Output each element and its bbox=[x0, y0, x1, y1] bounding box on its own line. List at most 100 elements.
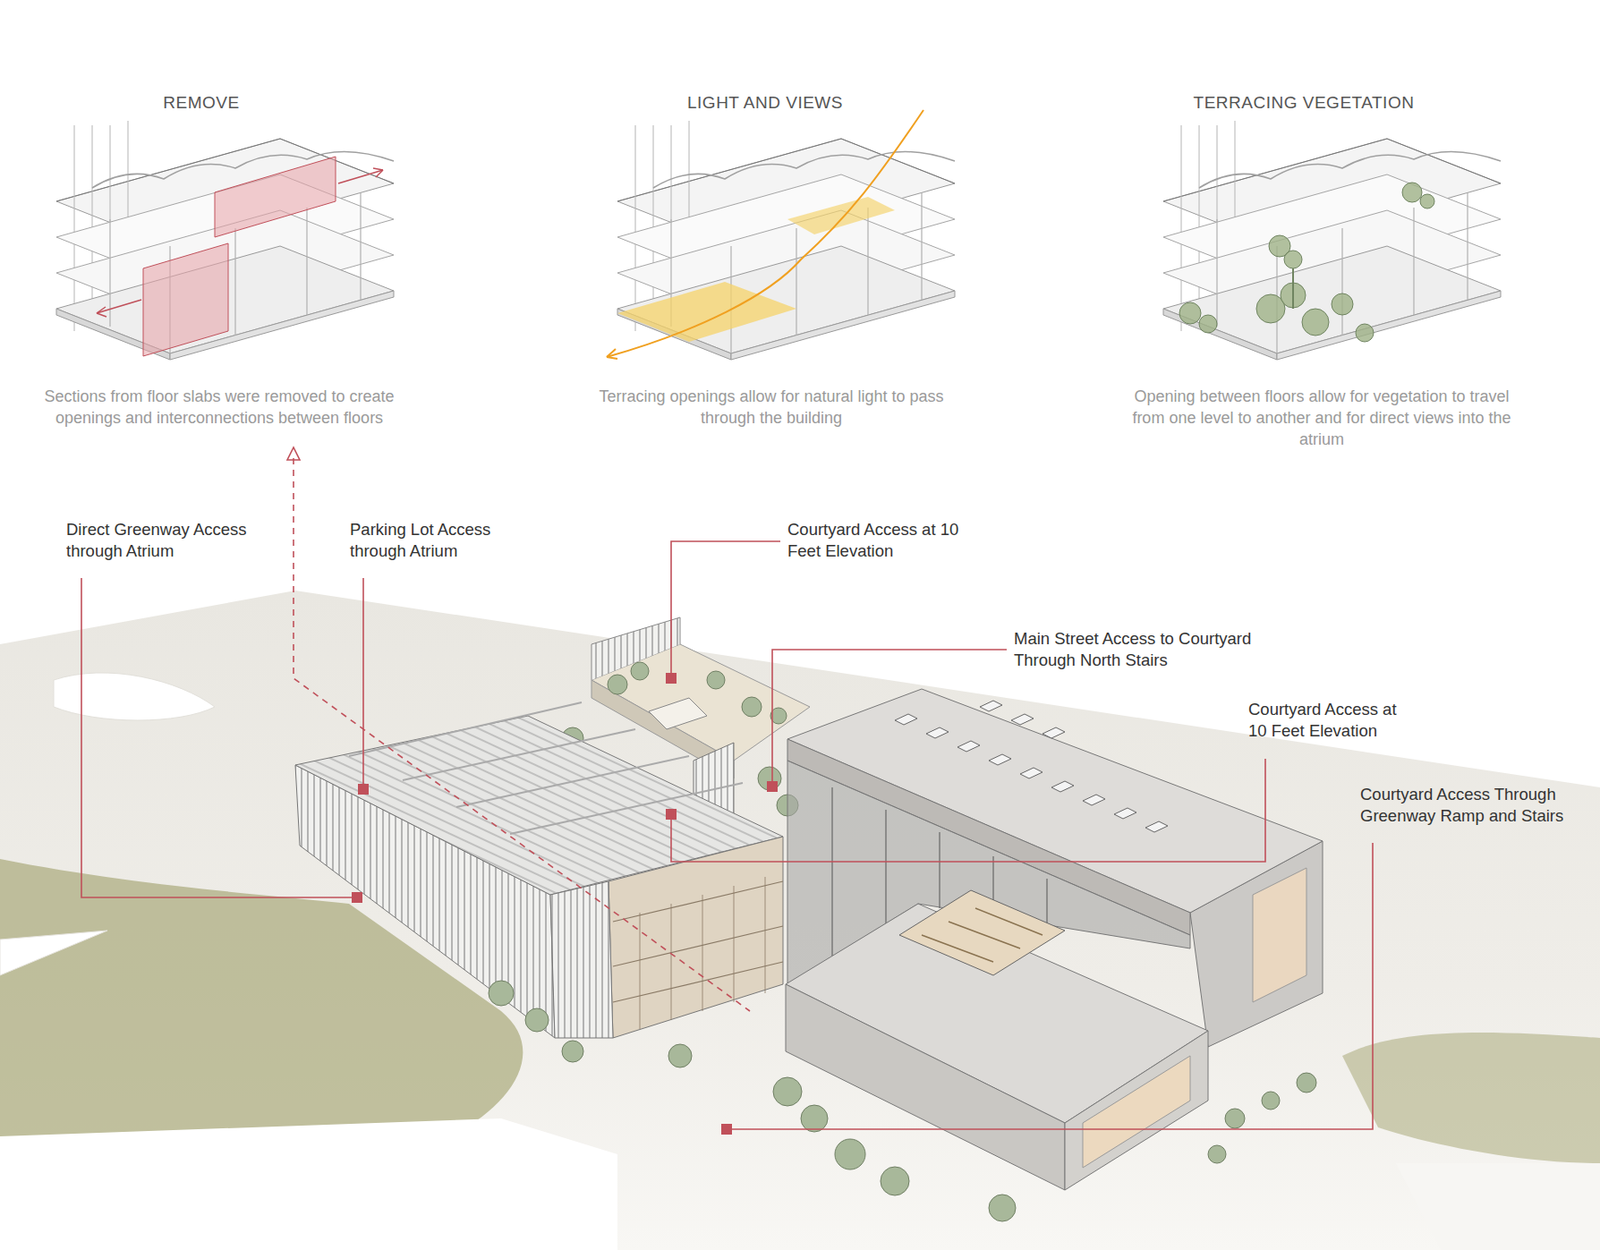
vegetation-diagram bbox=[1163, 120, 1501, 360]
drawing-part bbox=[362, 578, 365, 790]
drawing-part bbox=[1296, 1072, 1317, 1093]
drawing-part bbox=[800, 1105, 828, 1132]
drawing-part bbox=[1252, 868, 1307, 1003]
diagram-caption: Opening between floors allow for vegetat… bbox=[1120, 385, 1524, 451]
drawing-part bbox=[606, 348, 618, 359]
drawing-part bbox=[671, 541, 781, 679]
drawing-part bbox=[96, 306, 107, 317]
drawing-part bbox=[293, 458, 750, 1012]
drawing-part bbox=[957, 740, 980, 752]
drawing-part bbox=[0, 1118, 618, 1250]
drawing-part bbox=[96, 299, 142, 314]
drawing-part bbox=[772, 649, 1007, 787]
drawing-part bbox=[488, 980, 514, 1006]
drawing-part bbox=[1145, 821, 1168, 833]
drawing-part bbox=[1163, 120, 1501, 360]
drawing-part bbox=[525, 1008, 549, 1032]
drawing-part bbox=[1208, 1145, 1226, 1164]
drawing-part bbox=[671, 758, 1266, 862]
drawing-part bbox=[988, 754, 1012, 766]
drawing-part bbox=[143, 243, 229, 357]
leader-markers bbox=[351, 672, 778, 1135]
diagram-caption: Terracing openings allow for natural lig… bbox=[574, 385, 969, 429]
drawing-part bbox=[1284, 250, 1303, 269]
drawing-part bbox=[785, 984, 1065, 1191]
main-building bbox=[773, 689, 1323, 1222]
remove-diagram bbox=[56, 120, 394, 360]
drawing-part bbox=[214, 156, 336, 238]
drawing-part bbox=[639, 876, 766, 1030]
light-diagram bbox=[606, 110, 955, 360]
diagram-heading: LIGHT AND VIEWS bbox=[630, 93, 900, 113]
drawing-part bbox=[648, 697, 707, 730]
drawing-part bbox=[351, 892, 363, 903]
drawing-part bbox=[488, 980, 692, 1068]
callout-label: Courtyard Access Through Greenway Ramp a… bbox=[1360, 783, 1584, 827]
drawing-part bbox=[773, 1072, 1317, 1222]
drawing-part bbox=[357, 783, 369, 795]
drawing-part bbox=[617, 281, 797, 342]
drawing-part bbox=[894, 714, 918, 725]
drawing-part bbox=[921, 908, 1043, 962]
drawing-part bbox=[617, 120, 955, 360]
drawing-part bbox=[880, 1166, 910, 1196]
diagram-heading: TERRACING VEGETATION bbox=[1151, 93, 1456, 113]
callout-label: Courtyard Access at 10 Feet Elevation bbox=[787, 519, 980, 562]
drawing-part bbox=[979, 700, 1003, 712]
drawing-part bbox=[834, 1139, 866, 1170]
drawing-part bbox=[1042, 727, 1065, 739]
drawing-part bbox=[1292, 268, 1294, 309]
drawing-part bbox=[988, 1194, 1016, 1222]
drawing-part bbox=[1051, 781, 1074, 792]
diagram-caption: Sections from floor slabs were removed t… bbox=[13, 385, 426, 429]
drawing-part bbox=[612, 881, 783, 1003]
drawing-part bbox=[766, 781, 778, 792]
drawing-part bbox=[665, 808, 677, 820]
drawing-part bbox=[0, 590, 1600, 1250]
drawing-part bbox=[373, 168, 383, 178]
drawing-part bbox=[1402, 182, 1422, 203]
drawing-part bbox=[726, 842, 1373, 1130]
drawing-part bbox=[773, 1077, 802, 1107]
drawing-part bbox=[1011, 714, 1034, 725]
callout-label: Parking Lot Access through Atrium bbox=[349, 519, 520, 562]
drawing-part bbox=[1225, 1108, 1245, 1129]
drawing-part bbox=[630, 662, 649, 681]
drawing-part bbox=[1064, 1030, 1209, 1191]
drawing-part bbox=[0, 930, 108, 976]
arrowhead bbox=[287, 447, 300, 460]
drawing-part bbox=[606, 110, 924, 358]
callout-label: Direct Greenway Access through Atrium bbox=[66, 519, 264, 562]
drawing-part bbox=[899, 890, 1065, 976]
drawing-part bbox=[607, 674, 628, 695]
drawing-part bbox=[1114, 808, 1137, 819]
diagram-heading: REMOVE bbox=[67, 93, 336, 113]
drawing-part bbox=[348, 702, 743, 835]
drawing-part bbox=[53, 672, 215, 721]
drawing-part bbox=[608, 836, 783, 1039]
drawing-part bbox=[1355, 323, 1374, 342]
drawing-part bbox=[1082, 1055, 1191, 1168]
drawing-part bbox=[894, 700, 1168, 833]
drawing-part bbox=[561, 1040, 584, 1063]
drawing-part bbox=[81, 578, 358, 898]
drawing-part bbox=[706, 671, 725, 690]
drawing-part bbox=[550, 881, 613, 1039]
drawing-part bbox=[665, 672, 677, 684]
drawing-part bbox=[668, 1044, 692, 1068]
drawing-part bbox=[56, 120, 394, 360]
drawing-part bbox=[1020, 767, 1043, 779]
drawing-part bbox=[1082, 794, 1106, 806]
drawing-part bbox=[1302, 308, 1329, 336]
site-ground bbox=[0, 590, 1600, 1250]
drawing-part bbox=[1261, 1091, 1280, 1110]
drawing-part bbox=[1199, 314, 1218, 333]
drawing-part bbox=[1179, 302, 1201, 324]
atrium-building bbox=[295, 702, 783, 1068]
drawing-part bbox=[1342, 1032, 1600, 1164]
leader-lines bbox=[81, 458, 1373, 1130]
drawing-part bbox=[1331, 293, 1354, 315]
drawing-part bbox=[1420, 194, 1435, 209]
drawing-part bbox=[721, 1123, 732, 1135]
